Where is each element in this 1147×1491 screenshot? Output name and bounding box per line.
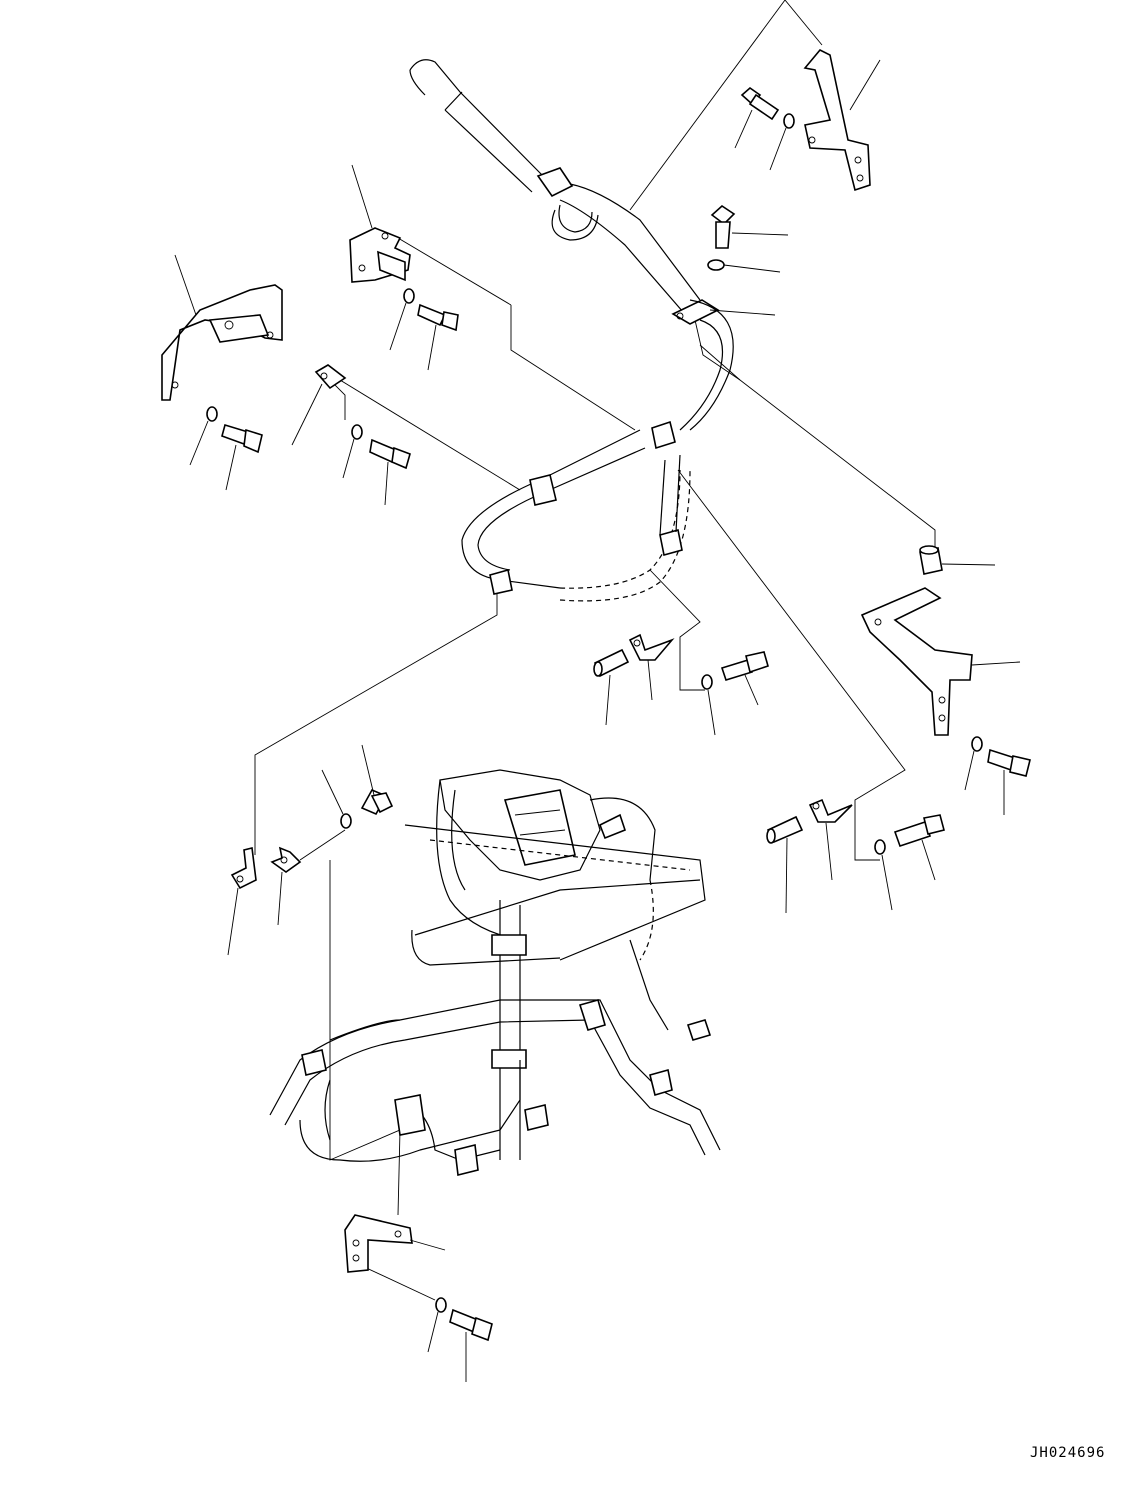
washer-lower-right [874, 839, 893, 911]
leader-lines [254, 0, 936, 1301]
bolt-lower-right [893, 814, 945, 881]
washer-lower-left [321, 769, 352, 829]
bolt-bottom [449, 1308, 493, 1382]
bracket-top-left-small [349, 164, 411, 283]
clip-lower-right [808, 798, 853, 881]
washer-right [964, 736, 983, 791]
bolt-right [987, 748, 1031, 815]
washer-top-left-small [389, 288, 415, 351]
clip-lower-left-b [270, 846, 302, 926]
washer-left-mid [342, 424, 363, 479]
washer-mid [701, 674, 716, 736]
clip-hose-top [671, 299, 776, 325]
bolt-vertical [710, 204, 789, 249]
spacer-right [919, 545, 996, 575]
bolt-top-left-small [417, 303, 459, 371]
drawing-code: JH024696 [1030, 1445, 1106, 1461]
bolt-mid [720, 651, 769, 706]
clip-lower-left-a [227, 847, 257, 956]
bracket-bottom [344, 1214, 446, 1273]
bracket-left-large [161, 254, 283, 401]
washer-bottom [427, 1297, 447, 1353]
clip-left [291, 364, 347, 446]
washer-left-large [189, 406, 218, 466]
bolt-left-large [221, 423, 263, 491]
upper-hose [409, 59, 701, 321]
bolt-lower-left [360, 744, 394, 816]
spacer-mid [593, 648, 630, 726]
harness-assembly [269, 769, 721, 1176]
spacer-lower-right [766, 815, 804, 914]
bolt-left-mid [369, 438, 411, 506]
washer-vertical [707, 259, 781, 273]
washer-upper-right [769, 113, 795, 171]
bolt-upper-right [734, 86, 780, 149]
hose-loop [461, 299, 734, 602]
bracket-upper-right [803, 49, 881, 192]
clip-mid [628, 633, 675, 701]
bracket-right [860, 587, 1021, 736]
